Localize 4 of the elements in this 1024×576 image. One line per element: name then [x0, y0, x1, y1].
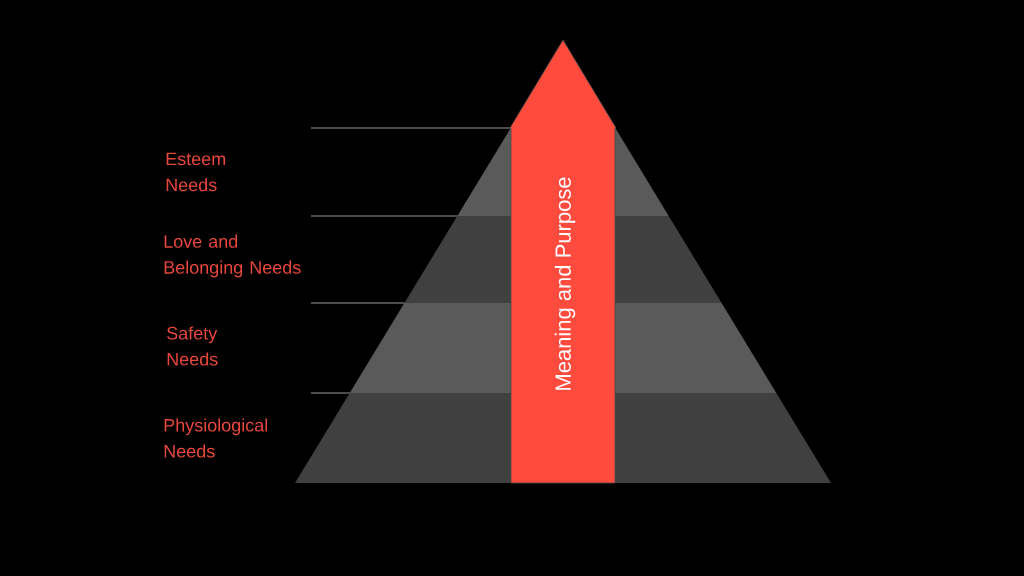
level-label: Physiological Needs [164, 418, 268, 458]
level-label: Esteem Needs [166, 152, 226, 192]
level-label: Love and Belonging Needs [164, 234, 301, 278]
level-label: Safety Needs [167, 326, 218, 366]
